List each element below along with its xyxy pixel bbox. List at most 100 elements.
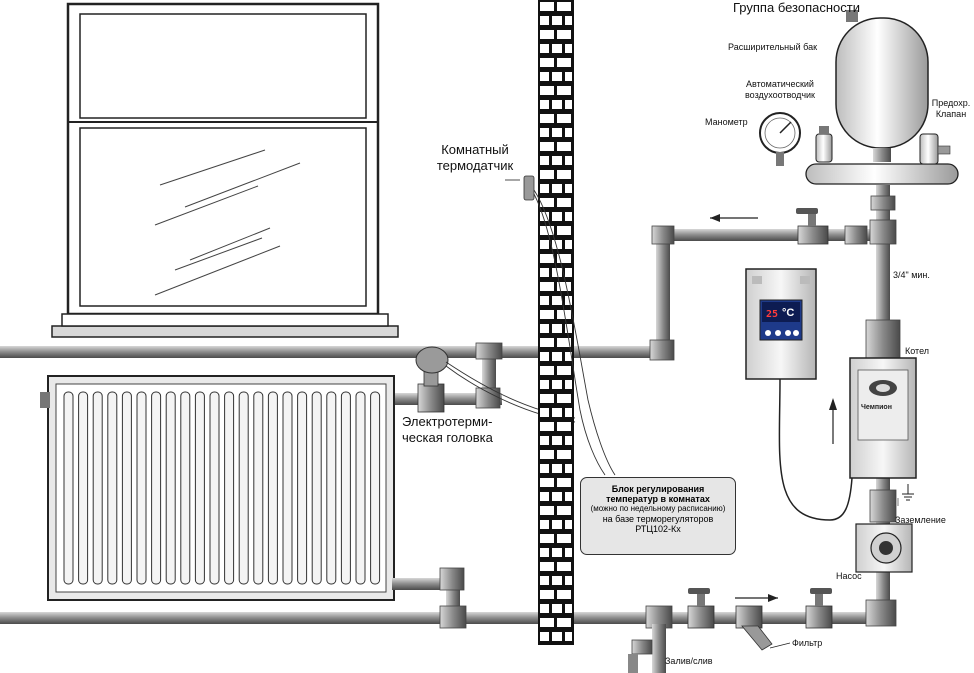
brick xyxy=(540,310,554,319)
window xyxy=(51,2,399,338)
radiator-fin xyxy=(180,391,191,585)
brick xyxy=(540,296,549,305)
brick xyxy=(540,2,554,11)
radiator-fin xyxy=(136,391,147,585)
brick xyxy=(552,464,562,473)
brick xyxy=(557,366,571,375)
brick xyxy=(540,58,554,67)
control-block-line1: Блок регулирования xyxy=(611,484,705,494)
label-grounding: Заземление xyxy=(895,515,946,525)
brick xyxy=(552,296,562,305)
label-safety-group: Группа безопасности xyxy=(733,0,860,15)
brick xyxy=(557,422,571,431)
brick xyxy=(557,170,571,179)
brick xyxy=(565,128,572,137)
brick xyxy=(557,534,571,543)
radiator xyxy=(40,375,395,601)
brick xyxy=(552,324,562,333)
brick xyxy=(565,44,572,53)
brick xyxy=(557,114,571,123)
brick xyxy=(540,212,549,221)
radiator-fin xyxy=(209,391,220,585)
pump xyxy=(855,484,914,573)
brick-wall xyxy=(538,0,574,655)
brick xyxy=(540,184,549,193)
brick xyxy=(565,548,572,557)
brick xyxy=(540,394,554,403)
radiator-fin xyxy=(282,391,293,585)
brick xyxy=(552,604,562,613)
radiator-fin xyxy=(224,391,235,585)
brick xyxy=(557,58,571,67)
label-filter: Фильтр xyxy=(792,638,823,648)
controller-display-value: 25 xyxy=(766,309,779,320)
brick xyxy=(565,380,572,389)
brick xyxy=(552,100,562,109)
brick xyxy=(565,352,572,361)
label-air-vent-line1: Автоматический xyxy=(746,79,814,89)
label-room-sensor: Комнатный термодатчик xyxy=(430,142,520,174)
label-room-sensor-line2: термодатчик xyxy=(436,158,514,173)
label-electrothermal-line2: ческая головка xyxy=(402,430,493,445)
radiator-fin xyxy=(92,391,103,585)
brick xyxy=(552,184,562,193)
radiator-fin xyxy=(107,391,118,585)
brick xyxy=(540,632,549,641)
brick xyxy=(565,436,572,445)
label-electrothermal-line1: Электротерми- xyxy=(402,414,493,429)
brick xyxy=(552,240,562,249)
brick xyxy=(540,506,554,515)
safety-group xyxy=(759,10,959,185)
brick xyxy=(557,646,571,655)
brick xyxy=(565,72,572,81)
boiler-brand: Чемпион xyxy=(861,404,892,411)
radiator-fin xyxy=(238,391,249,585)
brick xyxy=(540,86,554,95)
brick xyxy=(557,450,571,459)
brick xyxy=(540,72,549,81)
brick xyxy=(565,268,572,277)
brick xyxy=(565,16,572,25)
label-relief-valve-line2: Клапан xyxy=(935,109,967,119)
brick xyxy=(540,590,554,599)
label-expansion-tank: Расширительный бак xyxy=(728,42,818,52)
radiator-fin xyxy=(297,391,308,585)
label-air-vent-line2: воздухоотводчик xyxy=(745,90,815,100)
brick xyxy=(552,352,562,361)
brick xyxy=(557,30,571,39)
brick xyxy=(552,156,562,165)
brick xyxy=(557,142,571,151)
radiator-fin xyxy=(78,391,89,585)
radiator-fin xyxy=(326,391,337,585)
brick xyxy=(552,632,562,641)
brick xyxy=(552,44,562,53)
radiator-fin xyxy=(63,391,74,585)
brick xyxy=(540,254,554,263)
label-relief-valve-line1: Предохр. xyxy=(931,98,971,108)
brick xyxy=(540,646,554,655)
brick xyxy=(540,464,549,473)
brick xyxy=(565,296,572,305)
brick xyxy=(540,338,554,347)
controller-panel xyxy=(745,268,853,521)
brick xyxy=(557,254,571,263)
brick xyxy=(565,632,572,641)
brick xyxy=(552,408,562,417)
brick xyxy=(540,100,549,109)
label-air-vent: Автоматический воздухоотводчик xyxy=(740,79,820,101)
brick xyxy=(540,268,549,277)
radiator-fin xyxy=(355,391,366,585)
brick xyxy=(540,352,549,361)
radiator-fin xyxy=(340,391,351,585)
brick xyxy=(565,492,572,501)
radiator-fin xyxy=(151,391,162,585)
supply-pipe xyxy=(0,185,901,361)
brick xyxy=(540,562,554,571)
boiler xyxy=(829,357,917,479)
brick xyxy=(552,72,562,81)
brick xyxy=(540,408,549,417)
brick xyxy=(565,156,572,165)
brick xyxy=(565,240,572,249)
brick xyxy=(540,520,549,529)
radiator-fin xyxy=(311,391,322,585)
